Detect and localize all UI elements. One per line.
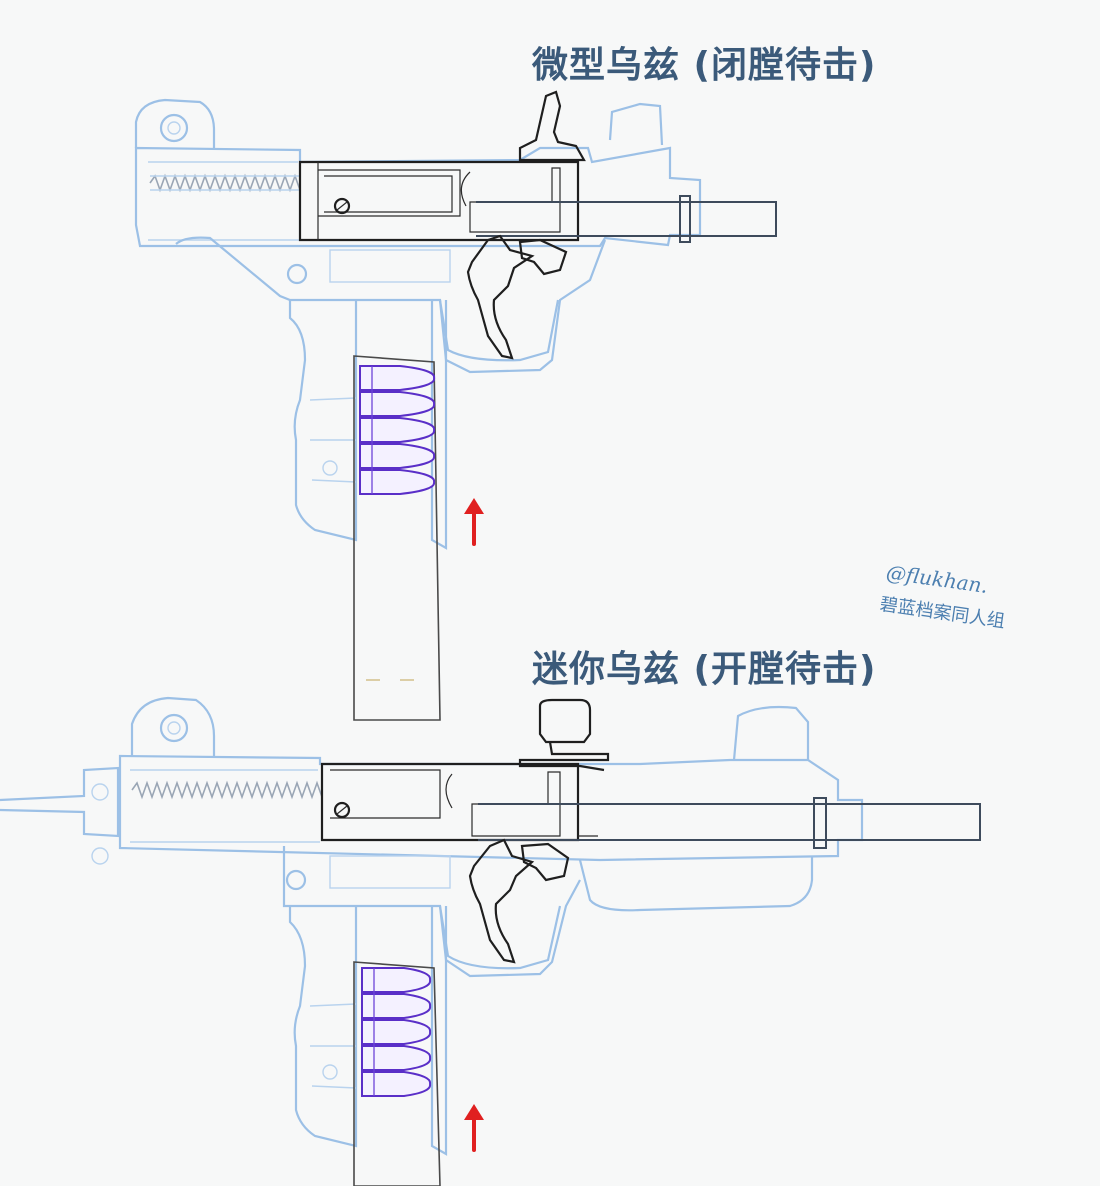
mini-uzi-grip-panel <box>309 1003 357 1089</box>
cartridge <box>359 443 436 469</box>
mini-uzi-front-sight <box>732 705 810 761</box>
title-mini-uzi: 迷你乌兹 (开膛待击) <box>532 649 877 690</box>
micro-uzi-magazine <box>353 355 441 721</box>
cartridge <box>359 365 436 391</box>
mini-uzi-selector-plate <box>329 855 451 889</box>
mini-uzi-magazine <box>353 961 441 1186</box>
cartridge <box>361 1071 432 1097</box>
micro-uzi-sight-hole <box>167 121 181 135</box>
mini-uzi-barrel <box>478 803 981 841</box>
mini-uzi-sear <box>520 842 570 882</box>
mini-uzi-grip <box>288 906 358 1148</box>
cartridge <box>361 967 432 993</box>
micro-uzi-receiver <box>134 146 702 248</box>
micro-uzi-front-sight <box>608 102 664 146</box>
micro-uzi-sight-aperture <box>159 113 189 143</box>
micro-uzi-lower-frame <box>175 236 607 374</box>
micro-uzi-trigger <box>466 234 535 360</box>
micro-uzi-rear-sight <box>134 98 216 150</box>
cartridge <box>359 417 436 443</box>
micro-uzi-drawing <box>134 90 777 721</box>
cartridge <box>361 1019 432 1045</box>
mini-uzi-barrel-nut <box>813 797 827 849</box>
micro-uzi-selector-plate <box>329 249 451 283</box>
mini-uzi-cartridges <box>361 967 432 1097</box>
micro-uzi-feed-arrow <box>464 498 484 546</box>
mini-uzi-recoil-spring <box>131 780 323 800</box>
micro-uzi-cartridges <box>359 365 436 495</box>
micro-uzi-receiver-rail <box>148 161 300 241</box>
mini-uzi-receiver-rail <box>130 769 320 843</box>
micro-uzi-recoil-spring <box>149 173 301 193</box>
mini-uzi-trigger-guard <box>438 905 562 970</box>
micro-uzi-sear <box>518 238 568 276</box>
mini-uzi-drawing <box>0 696 981 1186</box>
title-micro-uzi: 微型乌兹 (闭膛待击) <box>532 45 877 86</box>
mini-uzi-sling-loop <box>91 847 109 865</box>
mini-uzi-sight-aperture <box>159 713 189 743</box>
mini-uzi-cocking-knob <box>518 698 610 772</box>
micro-uzi-spring-guide <box>150 175 300 191</box>
mini-uzi-bolt <box>320 762 580 842</box>
mini-uzi-rear-sight <box>130 696 216 756</box>
micro-uzi-grip-screw <box>322 460 338 476</box>
micro-uzi-bolt-detail <box>317 162 561 240</box>
cartridge <box>361 993 432 1019</box>
mini-uzi-pin <box>285 869 307 891</box>
mini-uzi-bolt-detail <box>330 769 598 837</box>
mini-uzi-trigger <box>468 838 535 964</box>
micro-uzi-cocking-knob <box>518 90 586 162</box>
micro-uzi-trigger-guard <box>438 299 560 362</box>
micro-uzi-bolt-screw <box>333 197 351 215</box>
micro-uzi-pin <box>286 263 308 285</box>
micro-uzi-grip <box>288 300 358 542</box>
mini-uzi-folding-stock <box>0 766 120 838</box>
cartridge <box>359 469 436 495</box>
micro-uzi-bolt <box>298 160 580 242</box>
mini-uzi-stock-hinge <box>91 783 109 801</box>
mini-uzi-lower-frame <box>282 846 581 978</box>
cartridge <box>361 1045 432 1071</box>
cartridge <box>359 391 436 417</box>
micro-uzi-mag-well <box>430 300 448 550</box>
micro-uzi-grip-panel <box>309 397 357 483</box>
micro-uzi-barrel <box>476 201 777 237</box>
mini-uzi-feed-arrow <box>464 1104 484 1152</box>
mini-uzi-bolt-screw <box>333 801 351 819</box>
mini-uzi-handguard <box>578 856 814 912</box>
mini-uzi-grip-screw <box>322 1064 338 1080</box>
micro-uzi-barrel-nut <box>679 195 691 243</box>
